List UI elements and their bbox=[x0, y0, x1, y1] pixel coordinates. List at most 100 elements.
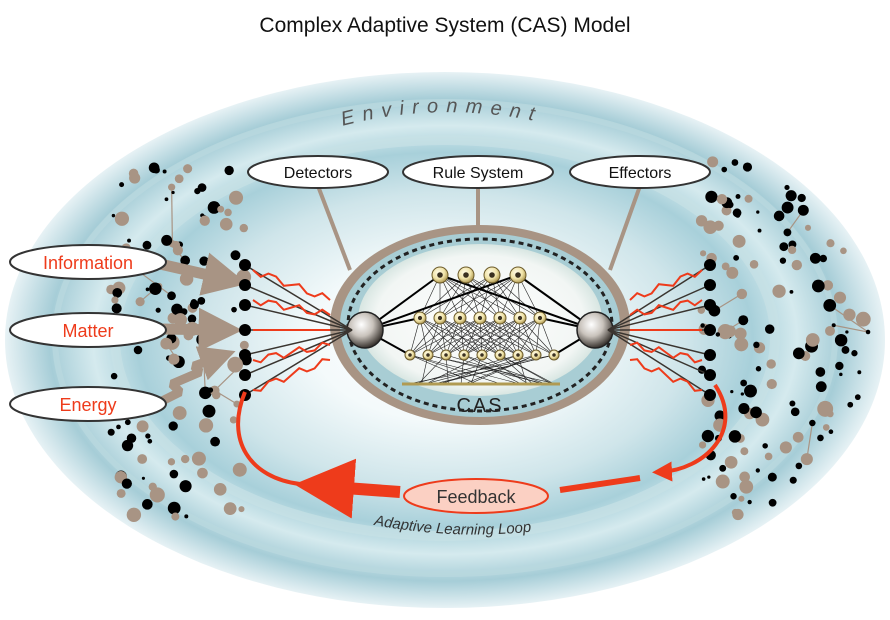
network-node bbox=[764, 452, 773, 461]
network-node bbox=[721, 205, 732, 216]
rule-link bbox=[427, 317, 461, 356]
matter-pill bbox=[9, 312, 167, 348]
network-node bbox=[835, 361, 844, 371]
rule-link bbox=[463, 317, 541, 356]
network-node bbox=[757, 228, 762, 233]
network-node bbox=[749, 260, 759, 269]
network-node bbox=[789, 289, 794, 294]
rule-link bbox=[412, 354, 555, 384]
information-label: Information bbox=[43, 253, 133, 273]
information-arrow bbox=[158, 252, 248, 296]
network-node bbox=[730, 493, 737, 500]
rule-link bbox=[499, 317, 541, 356]
signal-wave bbox=[252, 358, 331, 392]
network-node bbox=[779, 242, 789, 252]
entry-node bbox=[239, 299, 251, 311]
network-node bbox=[785, 190, 797, 202]
network-node bbox=[149, 487, 165, 503]
network-node bbox=[797, 193, 806, 203]
rule-node-center bbox=[437, 315, 443, 321]
network-node bbox=[707, 475, 711, 479]
network-node bbox=[223, 502, 237, 515]
rule-link bbox=[465, 274, 501, 319]
rule-node-center bbox=[480, 353, 484, 357]
rule-link bbox=[463, 317, 481, 356]
network-node bbox=[239, 223, 249, 233]
network-node bbox=[764, 324, 775, 334]
network-node bbox=[851, 350, 858, 357]
network-node bbox=[843, 308, 856, 321]
network-node bbox=[207, 201, 221, 214]
network-node bbox=[822, 280, 834, 291]
network-node bbox=[734, 327, 747, 340]
network-node bbox=[784, 184, 790, 191]
network-node bbox=[854, 394, 861, 401]
network-node bbox=[152, 166, 160, 174]
rule-link bbox=[463, 317, 521, 356]
signal-link bbox=[244, 329, 353, 376]
rule-link bbox=[459, 317, 537, 356]
network-node bbox=[180, 255, 191, 266]
network-node bbox=[733, 254, 740, 261]
input-labels: Information Matter Energy bbox=[9, 244, 167, 422]
network-node bbox=[698, 441, 707, 449]
rule-node-center bbox=[515, 272, 521, 278]
network-node bbox=[230, 250, 241, 261]
network-node bbox=[172, 245, 183, 256]
rule-node-center bbox=[517, 315, 523, 321]
network-node bbox=[133, 345, 143, 355]
network-node bbox=[828, 429, 834, 435]
rule-link bbox=[445, 317, 521, 356]
network-node bbox=[845, 330, 849, 334]
rule-link bbox=[463, 317, 501, 356]
network-node bbox=[167, 458, 176, 466]
network-node bbox=[826, 239, 835, 248]
feedback-pill bbox=[403, 478, 549, 514]
network-node bbox=[732, 234, 746, 248]
network-node bbox=[833, 291, 847, 304]
network-node bbox=[191, 451, 206, 466]
energy-arrow bbox=[157, 346, 236, 407]
network-node bbox=[804, 224, 812, 231]
network-node bbox=[715, 474, 730, 489]
rule-node-center bbox=[516, 353, 520, 357]
network-node bbox=[766, 378, 777, 390]
network-node bbox=[207, 387, 214, 393]
entry-node bbox=[704, 324, 716, 336]
rule-link bbox=[479, 317, 501, 356]
network-node bbox=[739, 471, 750, 483]
network-node bbox=[705, 190, 718, 203]
signal-wave bbox=[629, 341, 703, 364]
network-node bbox=[716, 193, 728, 205]
rule-node-center bbox=[497, 315, 503, 321]
network-node bbox=[168, 421, 178, 431]
network-node bbox=[805, 333, 820, 347]
network-node bbox=[231, 306, 237, 313]
network-node bbox=[169, 469, 179, 479]
rule-link bbox=[427, 317, 501, 356]
network-node bbox=[772, 284, 786, 298]
signal-link bbox=[607, 304, 711, 331]
cas-core-label: CAS bbox=[456, 395, 503, 417]
network-node bbox=[145, 287, 150, 292]
network-node bbox=[755, 468, 760, 473]
network-node bbox=[857, 370, 862, 375]
rule-link bbox=[419, 317, 447, 356]
network-node bbox=[750, 406, 762, 419]
network-node bbox=[738, 315, 749, 326]
rule-link bbox=[439, 274, 493, 319]
network-node bbox=[136, 420, 149, 433]
entry-node bbox=[704, 369, 716, 381]
rule-link bbox=[471, 354, 537, 384]
network-node bbox=[795, 462, 803, 470]
network-link bbox=[833, 324, 869, 333]
network-node bbox=[865, 329, 871, 335]
rule-system-pill bbox=[402, 155, 554, 189]
right-exit-signals bbox=[607, 259, 716, 401]
detectors-pill bbox=[247, 155, 389, 189]
entry-node bbox=[704, 279, 716, 291]
network-node bbox=[701, 477, 706, 481]
network-node bbox=[121, 439, 134, 452]
